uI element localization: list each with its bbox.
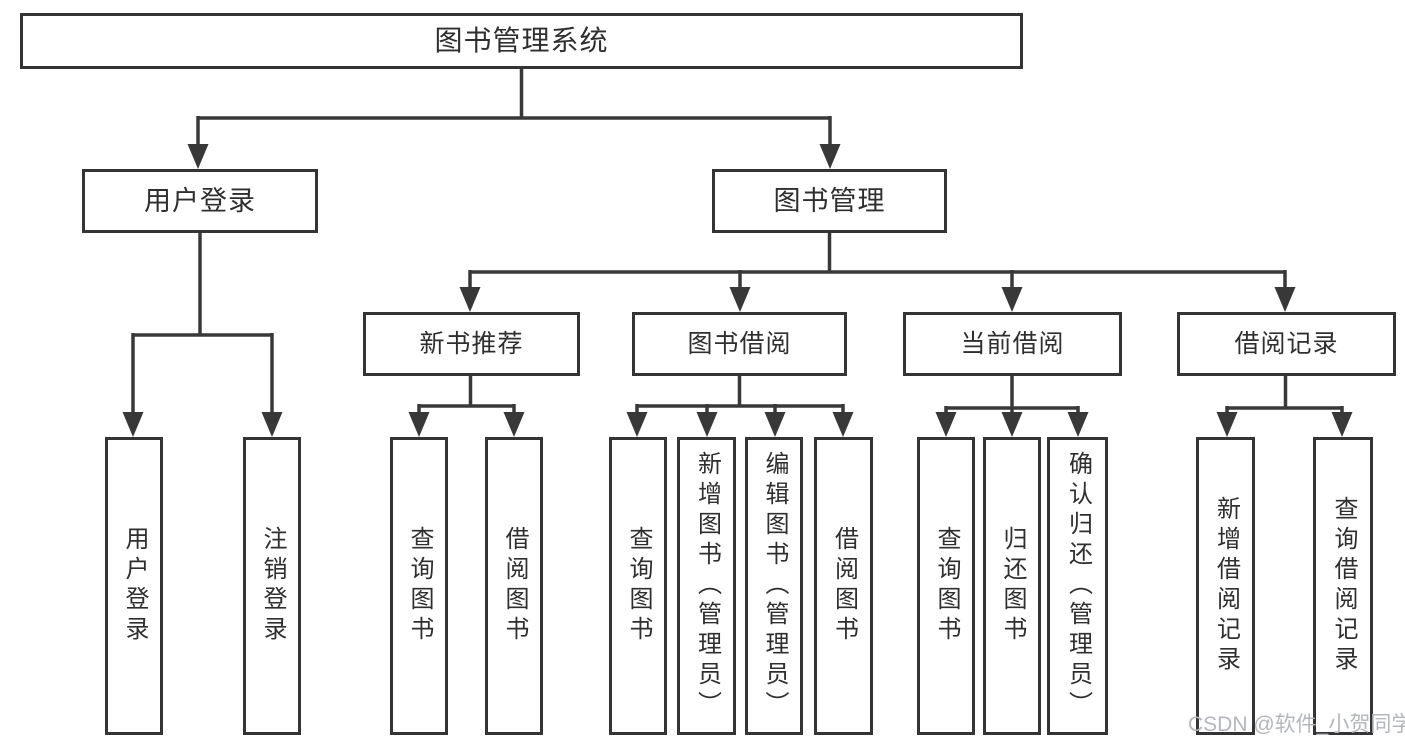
leaf-records-query-record-label: 查询借阅记录	[1330, 496, 1357, 676]
leaf-recommendation-query-books: 查询图书	[390, 437, 448, 735]
node-current-borrowing: 当前借阅	[903, 312, 1122, 376]
connector-current-children	[944, 376, 1080, 414]
connector-records-children	[1225, 376, 1344, 414]
leaf-records-add-record-label: 新增借阅记录	[1212, 496, 1240, 676]
leaf-logout: 注销登录	[243, 437, 301, 735]
leaf-current-return-books: 归还图书	[983, 437, 1041, 735]
node-user-login-label: 用户登录	[144, 185, 256, 216]
node-borrowing-records-label: 借阅记录	[1234, 329, 1339, 358]
node-user-login: 用户登录	[82, 169, 318, 233]
leaf-borrowing-borrow-books-label: 借阅图书	[830, 526, 858, 646]
leaf-borrowing-query-books: 查询图书	[609, 437, 667, 735]
arrowheads	[122, 144, 1353, 437]
leaf-borrowing-add-books-admin: 新增图书（管理员）	[677, 437, 736, 735]
leaf-current-confirm-return-admin: 确认归还（管理员）	[1047, 437, 1108, 735]
leaf-borrowing-borrow-books: 借阅图书	[814, 437, 873, 735]
leaf-borrowing-edit-books-admin-label: 编辑图书（管理员）	[761, 451, 788, 721]
node-borrowing-records: 借阅记录	[1177, 312, 1396, 376]
leaf-current-return-books-label: 归还图书	[999, 526, 1026, 646]
node-current-borrowing-label: 当前借阅	[960, 329, 1065, 358]
leaf-logout-label: 注销登录	[259, 526, 286, 646]
node-book-borrowing-label: 图书借阅	[687, 329, 792, 358]
node-new-book-recommendation-label: 新书推荐	[419, 329, 524, 358]
leaf-recommendation-borrow-books-label: 借阅图书	[501, 526, 528, 646]
connector-book-management-children	[468, 233, 1287, 289]
leaf-current-confirm-return-admin-label: 确认归还（管理员）	[1064, 451, 1092, 721]
leaf-borrowing-edit-books-admin: 编辑图书（管理员）	[745, 437, 803, 735]
watermark-csdn: CSDN @软件_小贺同学	[1188, 713, 1405, 736]
node-book-management: 图书管理	[712, 169, 947, 233]
node-library-management-system: 图书管理系统	[20, 13, 1023, 69]
node-library-management-system-label: 图书管理系统	[434, 25, 609, 56]
node-book-borrowing: 图书借阅	[632, 312, 847, 376]
leaf-recommendation-borrow-books: 借阅图书	[485, 437, 543, 735]
leaf-recommendation-query-books-label: 查询图书	[406, 526, 433, 646]
node-book-management-label: 图书管理	[773, 185, 886, 216]
leaf-current-query-books-label: 查询图书	[933, 526, 960, 646]
leaf-borrowing-query-books-label: 查询图书	[625, 526, 652, 646]
connector-user-login-children	[131, 233, 274, 414]
leaf-records-query-record: 查询借阅记录	[1313, 437, 1373, 735]
leaf-user-login-label: 用户登录	[121, 526, 148, 646]
leaf-user-login: 用户登录	[105, 437, 163, 735]
connector-recommendation-children	[417, 376, 516, 414]
node-new-book-recommendation: 新书推荐	[363, 312, 580, 376]
leaf-current-query-books: 查询图书	[917, 437, 975, 735]
leaf-borrowing-add-books-admin-label: 新增图书（管理员）	[693, 451, 721, 721]
leaf-records-add-record: 新增借阅记录	[1196, 437, 1255, 735]
connector-borrowing-children	[635, 376, 845, 414]
connector-root-to-level2	[196, 69, 832, 146]
